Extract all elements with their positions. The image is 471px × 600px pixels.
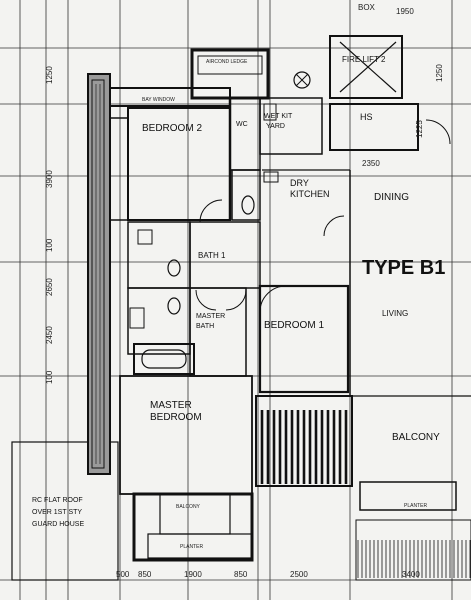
rc-roof-label-3: GUARD HOUSE bbox=[32, 521, 84, 528]
room-label-bedroom1: BEDROOM 1 bbox=[264, 320, 324, 331]
room-label-planter-right: PLANTER bbox=[404, 503, 427, 509]
dim-bottom-3: 850 bbox=[234, 570, 248, 579]
dim-left-4: 2450 bbox=[45, 326, 54, 344]
room-label-bay-window: BAY WINDOW bbox=[142, 97, 175, 103]
room-label-dry-kitchen-1: DRY bbox=[290, 178, 309, 188]
exterior-walls bbox=[87, 48, 270, 475]
lower-hatch bbox=[355, 519, 471, 581]
room-label-wc: WC bbox=[236, 121, 248, 128]
rc-roof-area bbox=[11, 441, 119, 581]
dim-top-0: 1950 bbox=[396, 7, 414, 16]
balcony-grating bbox=[255, 395, 353, 487]
dim-top-3: 1225 bbox=[415, 120, 424, 138]
room-label-balcony: BALCONY bbox=[392, 432, 440, 443]
dim-bottom-0: 500 bbox=[116, 570, 130, 579]
dim-bottom-5: 3400 bbox=[402, 570, 420, 579]
dim-left-3: 100 bbox=[45, 370, 54, 384]
room-label-bedroom2: BEDROOM 2 bbox=[142, 123, 202, 134]
room-label-living: LIVING bbox=[382, 309, 408, 318]
dim-top-1: 2350 bbox=[362, 159, 380, 168]
dim-left-0: 3900 bbox=[45, 170, 54, 188]
room-label-planter-left: PLANTER bbox=[180, 544, 203, 550]
room-label-wet-kitchen-2: YARD bbox=[266, 123, 285, 130]
room-label-hs: HS bbox=[360, 112, 373, 122]
dim-bottom-4: 2500 bbox=[290, 570, 308, 579]
dim-left-1: 100 bbox=[45, 238, 54, 252]
door-swings bbox=[195, 119, 451, 313]
rc-roof-label-1: RC FLAT ROOF bbox=[32, 497, 83, 504]
room-label-aircond-ledge: AIRCOND LEDGE bbox=[206, 59, 248, 65]
room-label-master-bedroom-1: MASTER bbox=[150, 400, 192, 411]
lift-shaft bbox=[339, 41, 397, 93]
dim-left-2: 2650 bbox=[45, 278, 54, 296]
unit-type-label: TYPE B1 bbox=[362, 257, 445, 279]
fixtures bbox=[129, 71, 311, 329]
room-label-master-bath-1: MASTER bbox=[196, 313, 225, 320]
room-label-bath1: BATH 1 bbox=[198, 251, 226, 260]
top-box-label: BOX bbox=[358, 3, 376, 12]
dimension-labels-bottom: 500 850 1900 850 2500 3400 bbox=[116, 570, 420, 579]
room-label-wet-kitchen-1: WET KIT bbox=[264, 113, 293, 120]
interior-walls bbox=[109, 35, 471, 562]
room-label-fire-lift: FIRE LIFT 2 bbox=[342, 55, 386, 64]
dim-top-2: 1250 bbox=[435, 64, 444, 82]
room-label-dry-kitchen-2: KITCHEN bbox=[290, 189, 330, 199]
room-label-dining: DINING bbox=[374, 192, 409, 203]
dimension-labels-top: 1950 2350 1250 1225 bbox=[362, 7, 444, 168]
dim-bottom-2: 1900 bbox=[184, 570, 202, 579]
rc-roof-label-2: OVER 1ST STY bbox=[32, 509, 82, 516]
dimension-labels-left: 3900 100 2650 100 2450 1250 bbox=[45, 66, 54, 384]
dim-bottom-1: 850 bbox=[138, 570, 152, 579]
room-label-balcony-small: BALCONY bbox=[176, 504, 201, 510]
room-label-master-bath-2: BATH bbox=[196, 323, 214, 330]
dim-left-5: 1250 bbox=[45, 66, 54, 84]
room-label-master-bedroom-2: BEDROOM bbox=[150, 412, 202, 423]
